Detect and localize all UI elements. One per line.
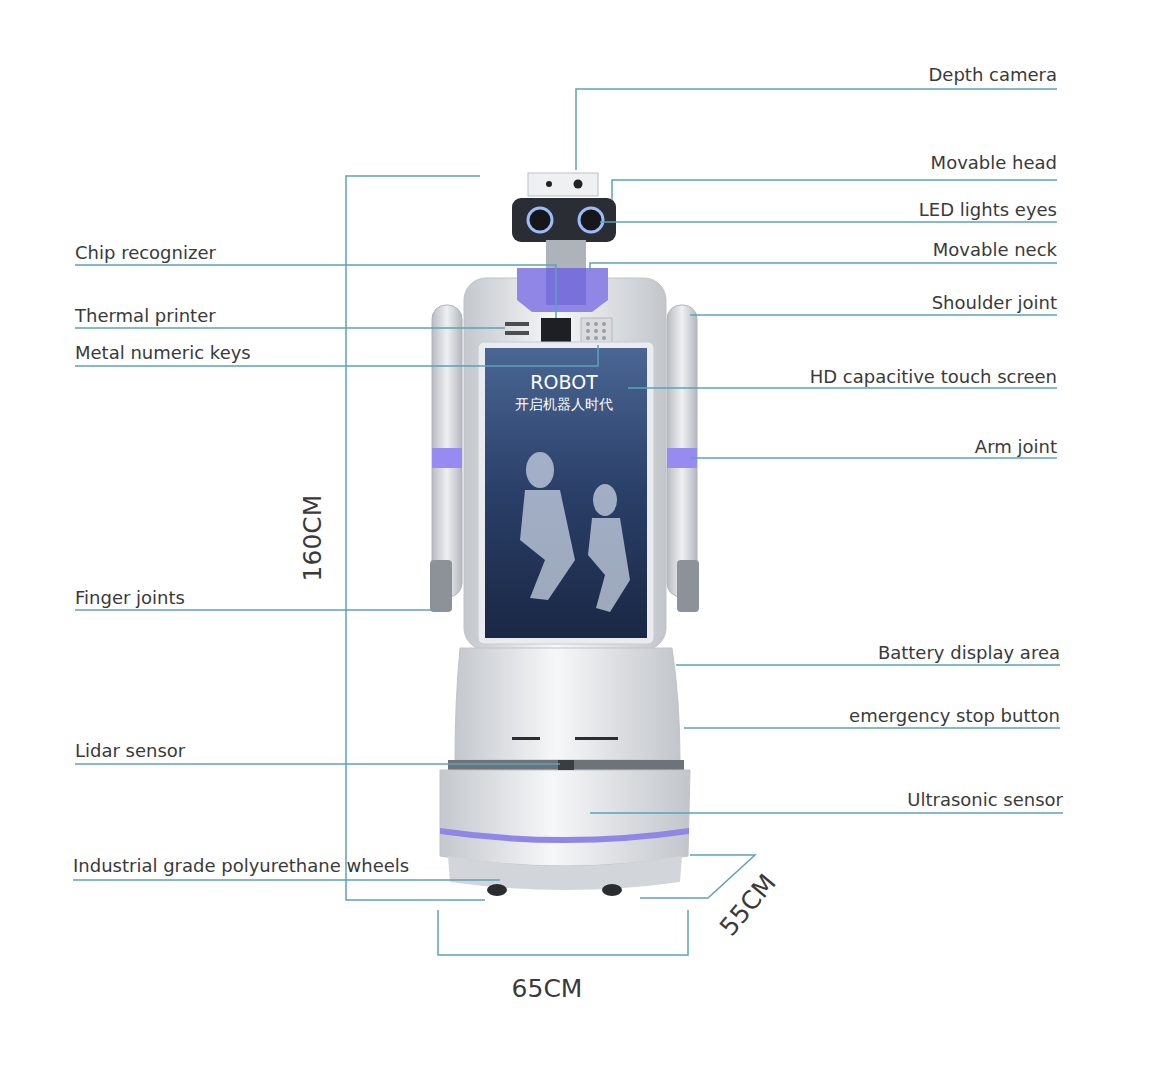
- part-label: Thermal printer: [75, 306, 216, 326]
- dimension-lines: [346, 176, 755, 955]
- dimension-label: 160CM: [299, 495, 327, 582]
- dimension-label: 55CM: [715, 869, 782, 941]
- part-label: Metal numeric keys: [75, 343, 251, 363]
- part-label: Arm joint: [975, 437, 1057, 457]
- part-label: Chip recognizer: [75, 243, 216, 263]
- screen-text: ROBOT: [530, 372, 597, 393]
- part-label: Finger joints: [75, 588, 185, 608]
- leader-lines: [73, 89, 1063, 880]
- part-label: emergency stop button: [849, 706, 1060, 726]
- part-label: Ultrasonic sensor: [907, 790, 1063, 810]
- robot-body: [430, 173, 699, 896]
- part-label: Industrial grade polyurethane wheels: [73, 856, 409, 876]
- part-label: Shoulder joint: [932, 293, 1057, 313]
- part-label: Movable neck: [933, 240, 1057, 260]
- part-label: Lidar sensor: [75, 741, 185, 761]
- part-label: Movable head: [931, 153, 1057, 173]
- part-label: HD capacitive touch screen: [810, 367, 1057, 387]
- screen-text: 开启机器人时代: [515, 397, 613, 412]
- part-label: Depth camera: [928, 65, 1057, 85]
- part-label: Battery display area: [878, 643, 1060, 663]
- part-label: LED lights eyes: [919, 200, 1057, 220]
- dimension-label: 65CM: [512, 975, 583, 1003]
